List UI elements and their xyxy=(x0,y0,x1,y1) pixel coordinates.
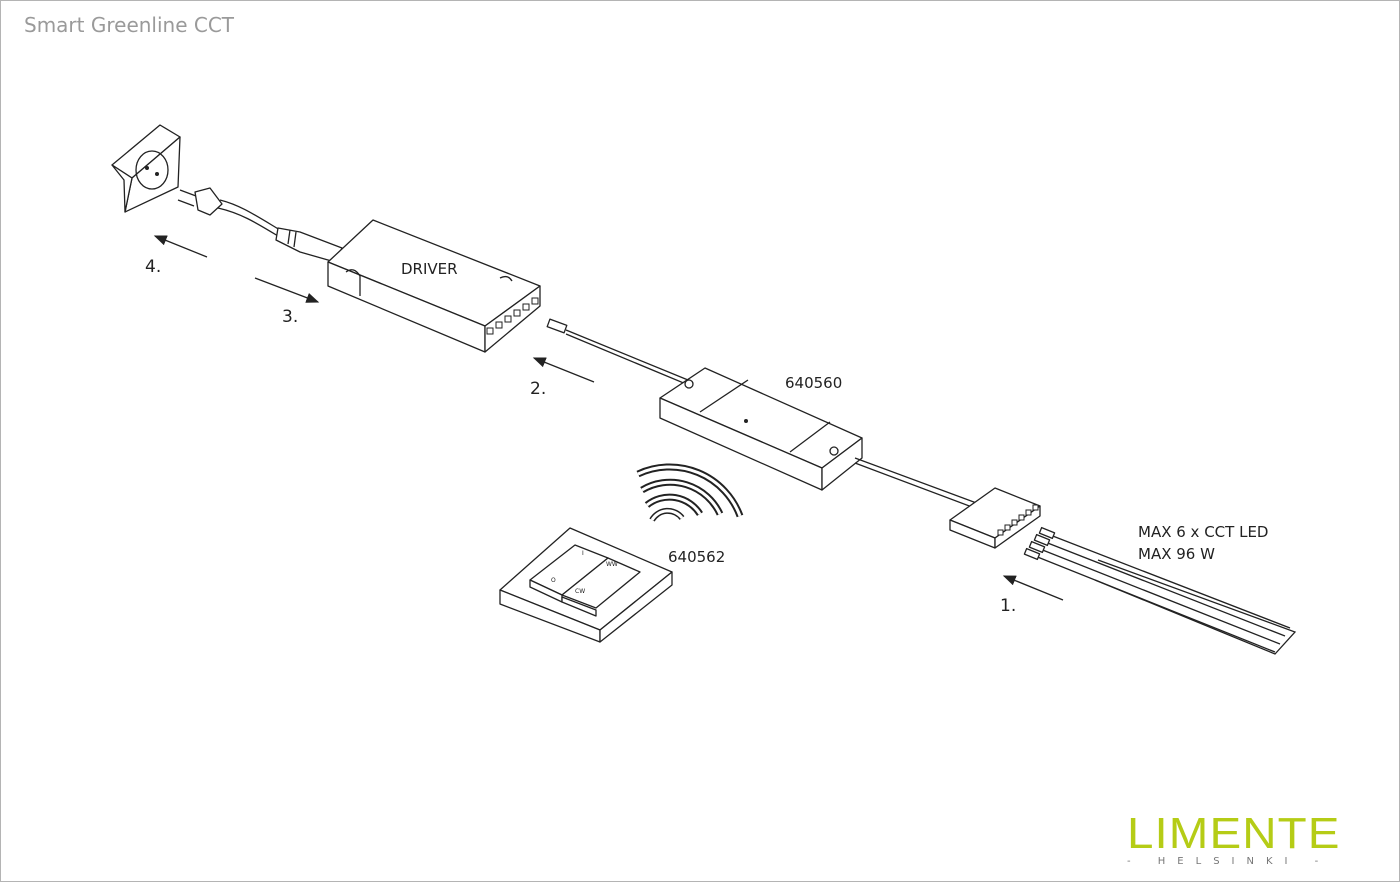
module-output-cable xyxy=(854,457,991,509)
step-1-label: 1. xyxy=(1000,596,1016,616)
switch-cw-label: CW xyxy=(575,588,585,595)
diagram-title: Smart Greenline CCT xyxy=(24,13,235,37)
arrow-step-4 xyxy=(153,235,208,258)
arrow-step-1 xyxy=(1002,575,1064,601)
arrow-step-2 xyxy=(532,357,595,383)
wall-socket xyxy=(111,124,181,213)
led-max-count: MAX 6 x CCT LED xyxy=(1138,523,1268,541)
wireless-signal-icon xyxy=(636,463,744,522)
switch-on-label: I xyxy=(582,550,584,557)
switch-label: 640562 xyxy=(668,548,725,566)
step-4-label: 4. xyxy=(145,257,161,277)
driver-label: DRIVER xyxy=(401,260,458,278)
step-arrows: 1. 2. 3. 4. xyxy=(145,235,1064,616)
led-leads: MAX 6 x CCT LED MAX 96 W xyxy=(1023,523,1297,655)
power-plug xyxy=(177,187,343,263)
logo-name: LIMENTE xyxy=(1127,809,1341,858)
step-2-label: 2. xyxy=(530,379,546,399)
arrow-step-3 xyxy=(254,277,320,303)
controller-module: 640560 xyxy=(659,367,863,491)
wireless-signal-gaps xyxy=(637,465,742,521)
wall-switch: I O WW CW 640562 xyxy=(499,527,725,643)
module-output-cable-2 xyxy=(854,462,989,514)
switch-off-label: O xyxy=(551,577,556,584)
driver-connector-cable xyxy=(546,318,689,385)
junction-block xyxy=(949,487,1041,549)
switch-ww-label: WW xyxy=(606,561,618,568)
module-label: 640560 xyxy=(785,374,842,392)
driver-box: DRIVER xyxy=(327,219,541,353)
limente-logo: LIMENTE - HELSINKI - xyxy=(1127,812,1361,868)
led-max-power: MAX 96 W xyxy=(1138,545,1215,563)
step-3-label: 3. xyxy=(282,307,298,327)
logo-sub: - HELSINKI - xyxy=(1127,856,1331,867)
